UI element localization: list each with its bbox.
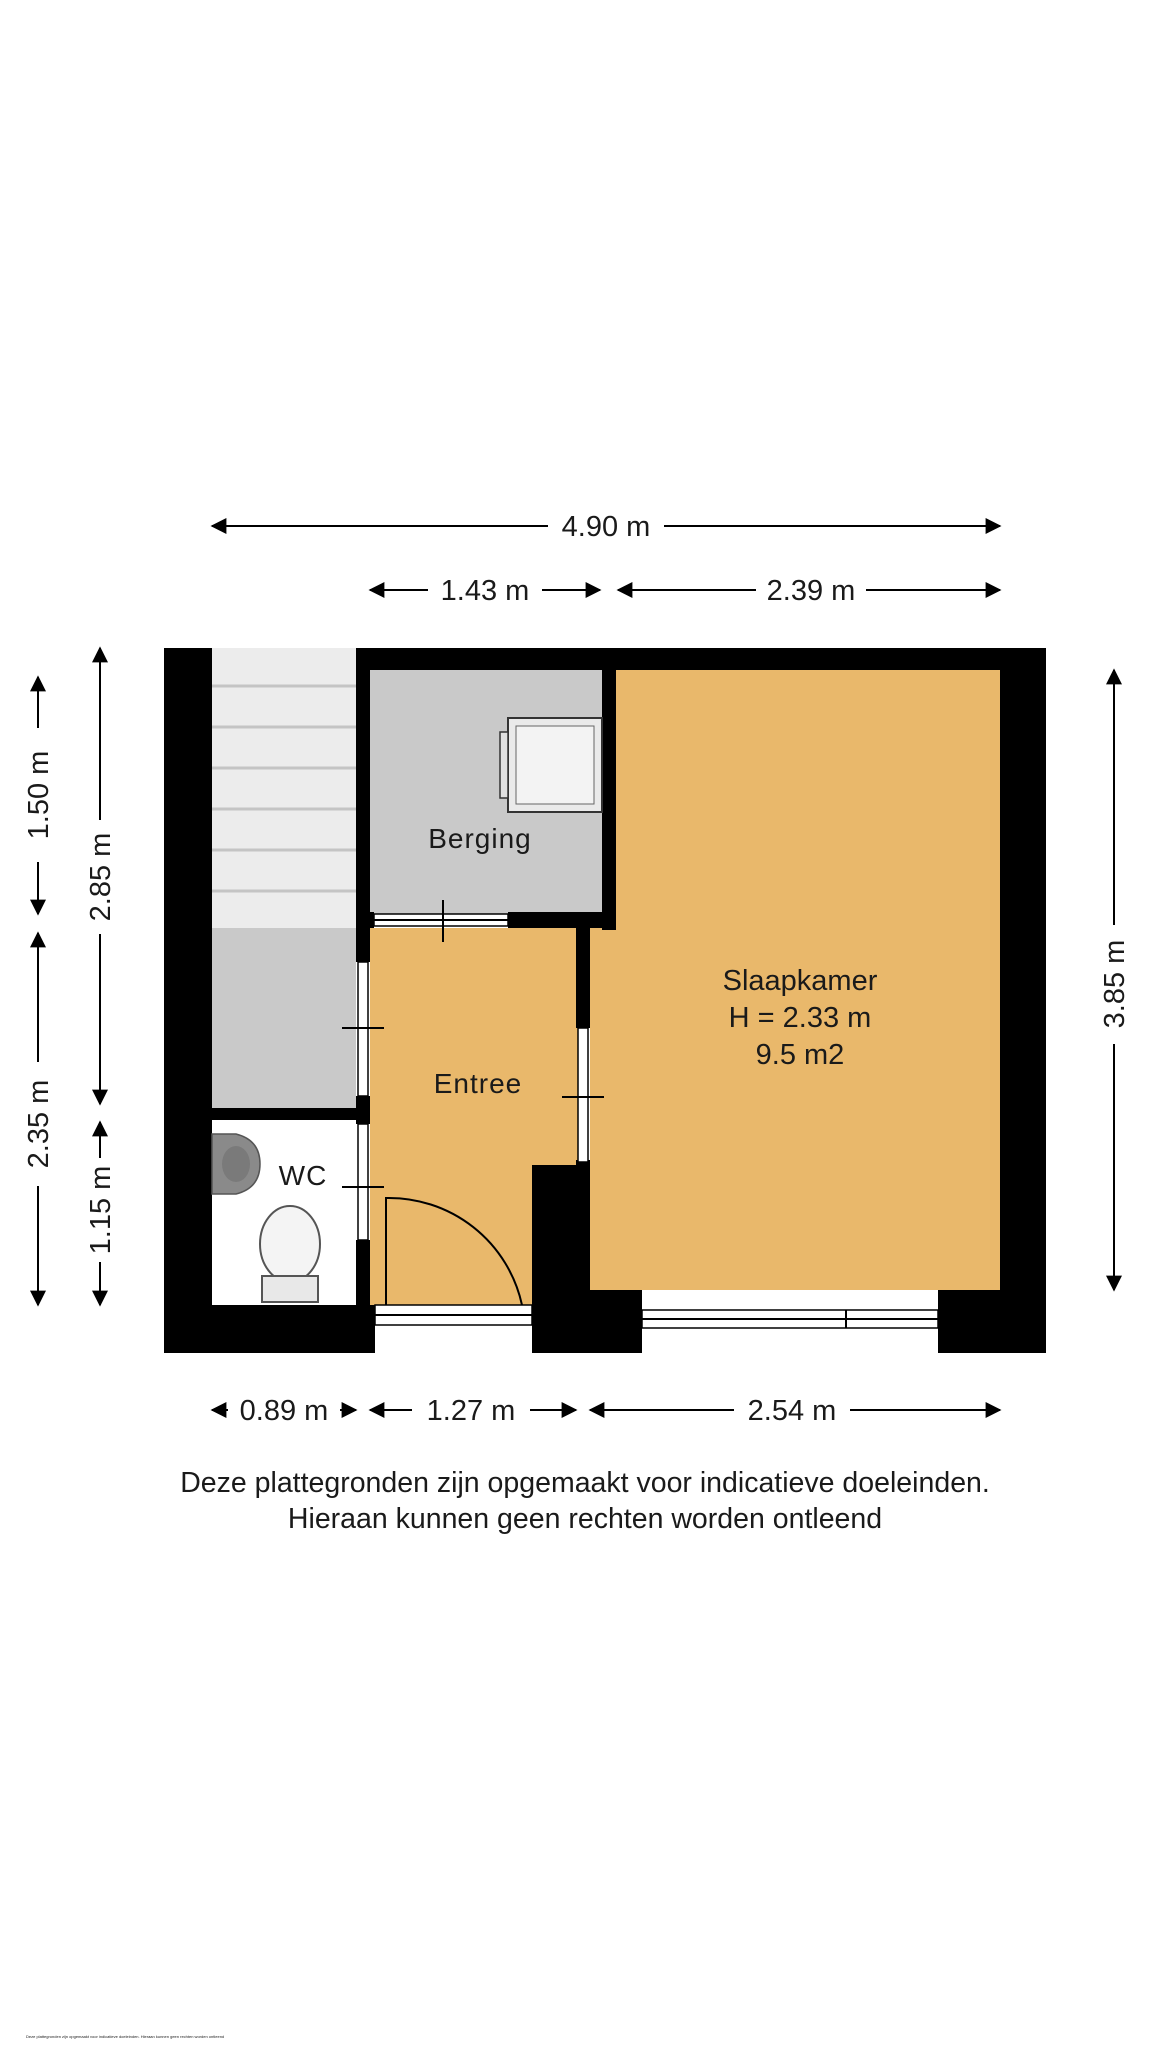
dim-left-lower: 2.35 m [23, 1080, 55, 1169]
dim-inner-lower: 1.15 m [85, 1166, 117, 1255]
openings [342, 900, 939, 1329]
dimension-labels: 4.90 m 1.43 m 2.39 m 1.50 m 2.35 m 2.85 … [23, 511, 1131, 1427]
dim-left-upper: 1.50 m [23, 751, 55, 840]
toilet-icon [259, 1205, 321, 1303]
dimension-lines [30, 518, 1122, 1418]
dim-right: 3.85 m [1099, 940, 1131, 1029]
room-labels: Berging Entree WC Slaapkamer H = 2.33 m … [279, 823, 878, 1191]
dim-bottom-3: 2.54 m [748, 1395, 837, 1427]
washing-machine-icon [499, 717, 603, 813]
sink-icon [211, 1133, 261, 1195]
room-label-slaapkamer: Slaapkamer [723, 965, 878, 997]
dim-bottom-2: 1.27 m [427, 1395, 516, 1427]
dim-top-left: 1.43 m [441, 575, 530, 607]
dim-inner-upper: 2.85 m [85, 833, 117, 922]
slaapkamer-floor [590, 670, 1000, 1290]
room-height-slaapkamer: H = 2.33 m [729, 1002, 872, 1034]
staircase [212, 648, 356, 928]
room-area-slaapkamer: 9.5 m2 [756, 1039, 845, 1071]
disclaimer: Deze plattegronden zijn opgemaakt voor i… [26, 1467, 990, 2039]
dim-top-total: 4.90 m [562, 511, 651, 543]
dim-bottom-1: 0.89 m [240, 1395, 329, 1427]
disclaimer-line-1: Deze plattegronden zijn opgemaakt voor i… [180, 1467, 990, 1499]
disclaimer-line-2: Hieraan kunnen geen rechten worden ontle… [288, 1503, 882, 1535]
room-label-wc: WC [279, 1160, 328, 1191]
room-label-entree: Entree [434, 1068, 523, 1099]
dim-top-right: 2.39 m [767, 575, 856, 607]
stair-store-floor [212, 928, 356, 1108]
room-label-berging: Berging [428, 823, 532, 854]
front-door-swing [385, 1196, 523, 1306]
fixtures [211, 717, 603, 1303]
walls [164, 648, 1046, 1353]
disclaimer-small-print: Deze plattegronden zijn opgemaakt voor i… [26, 2034, 224, 2039]
